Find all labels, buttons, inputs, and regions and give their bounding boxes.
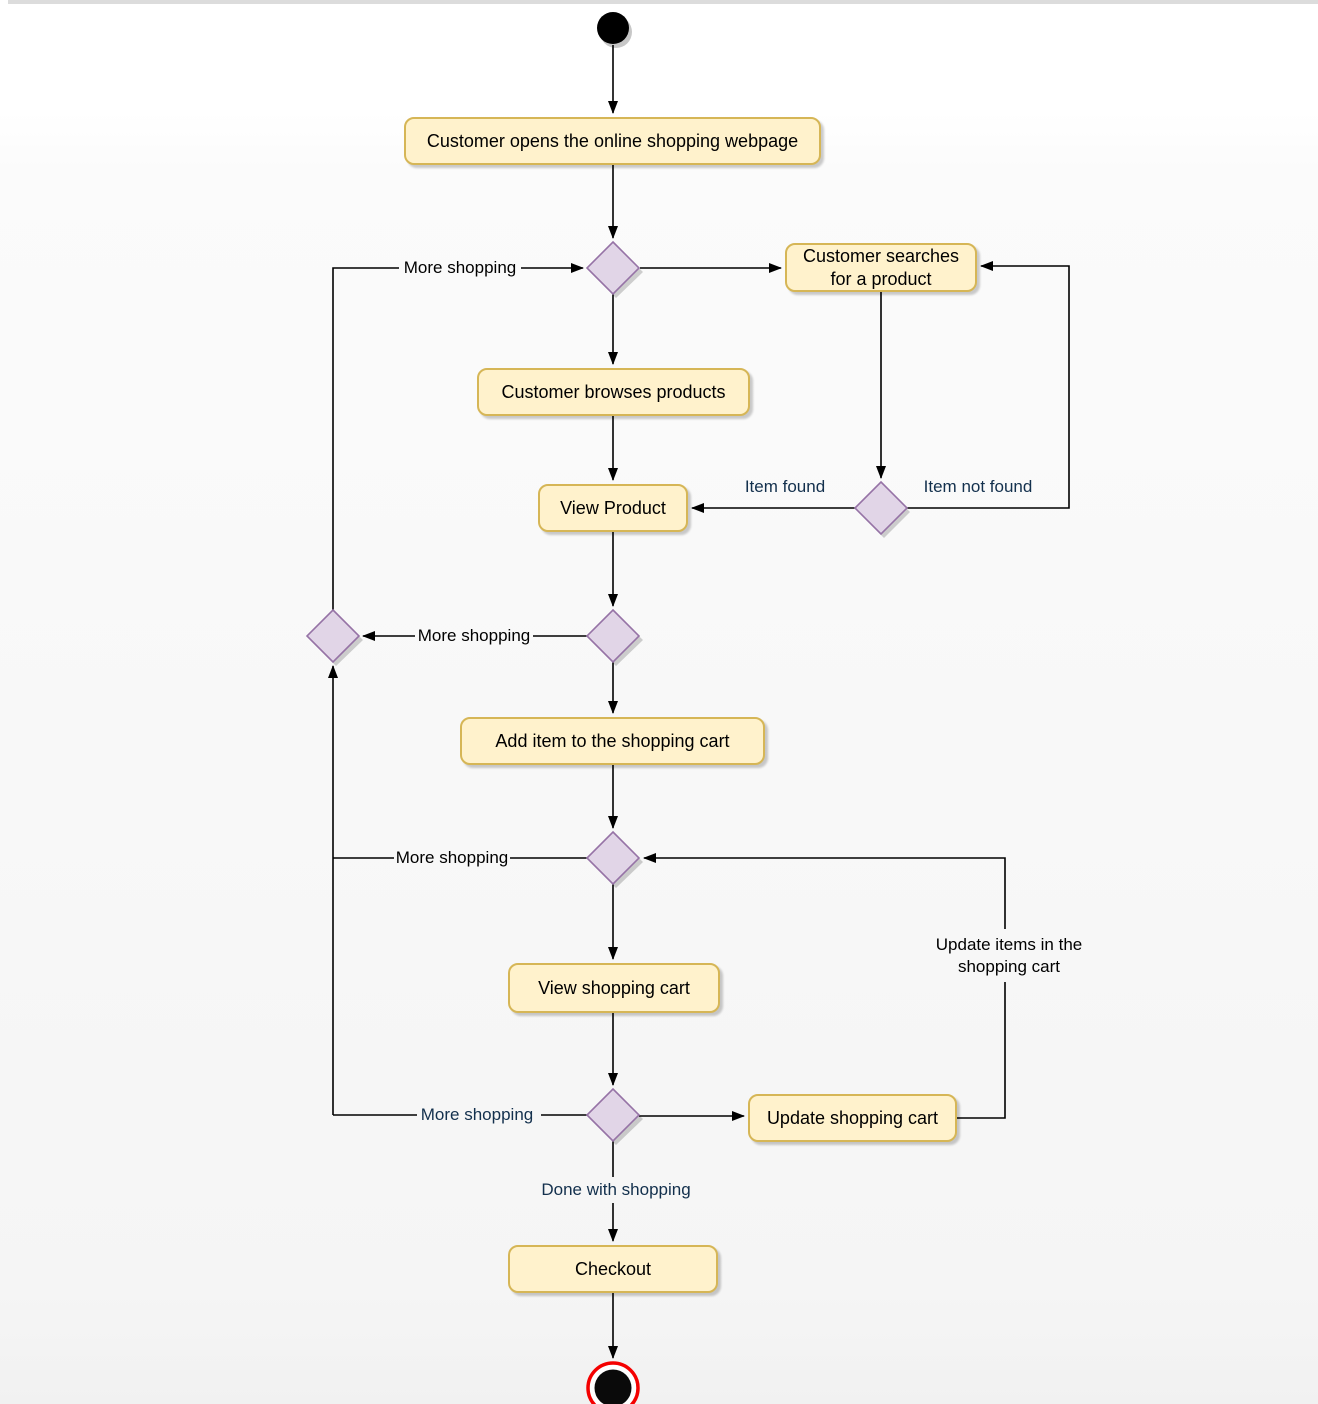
edge-label-more-shopping-cart: More shopping [395,847,509,867]
page-top-border [8,0,1318,4]
node-view-cart-label: View shopping cart [538,977,690,998]
start-node[interactable] [597,12,629,44]
node-browse-products-label: Customer browses products [501,381,726,402]
node-checkout-label: Checkout [574,1258,652,1279]
node-open-webpage[interactable]: Customer opens the online shopping webpa… [404,117,821,165]
node-update-cart[interactable]: Update shopping cart [748,1094,957,1142]
decision3-more-shopping[interactable] [585,608,641,664]
node-view-product[interactable]: View Product [538,484,688,532]
node-view-product-label: View Product [560,497,666,518]
decision2-item-found[interactable] [853,480,909,536]
edge-label-done-with-shopping: Done with shopping [541,1179,691,1199]
edge-label-more-shopping-bottom: More shopping [420,1104,534,1124]
node-open-webpage-label: Customer opens the online shopping webpa… [426,130,799,151]
edge-label-item-found: Item found [744,476,826,496]
node-view-cart[interactable]: View shopping cart [508,963,720,1013]
edge-update-loop-a [957,982,1006,1119]
edge-label-item-not-found: Item not found [923,476,1033,496]
end-node[interactable] [594,1369,632,1404]
edge-label-more-shopping-top: More shopping [403,257,517,277]
edge-label-more-shopping-mid: More shopping [417,625,531,645]
node-search-product[interactable]: Customer searches for a product [785,243,977,292]
node-add-item-label: Add item to the shopping cart [495,730,730,751]
decision1-shop-or-search[interactable] [585,240,641,296]
decision5-more-shopping[interactable] [585,830,641,886]
edge-decision4-up-a [332,267,399,610]
decision6-checkout-or-update[interactable] [585,1087,641,1143]
node-checkout[interactable]: Checkout [508,1245,718,1293]
edge-label-update-items: Update items in the shopping cart [935,934,1083,976]
node-browse-products[interactable]: Customer browses products [477,368,750,416]
node-add-item[interactable]: Add item to the shopping cart [460,717,765,765]
edge-item-not-found-loop [907,261,1070,509]
node-update-cart-label: Update shopping cart [766,1107,939,1128]
edge-update-loop-b [643,853,1006,929]
node-search-product-label: Customer searches for a product [802,246,960,289]
decision4-merge[interactable] [305,608,361,664]
